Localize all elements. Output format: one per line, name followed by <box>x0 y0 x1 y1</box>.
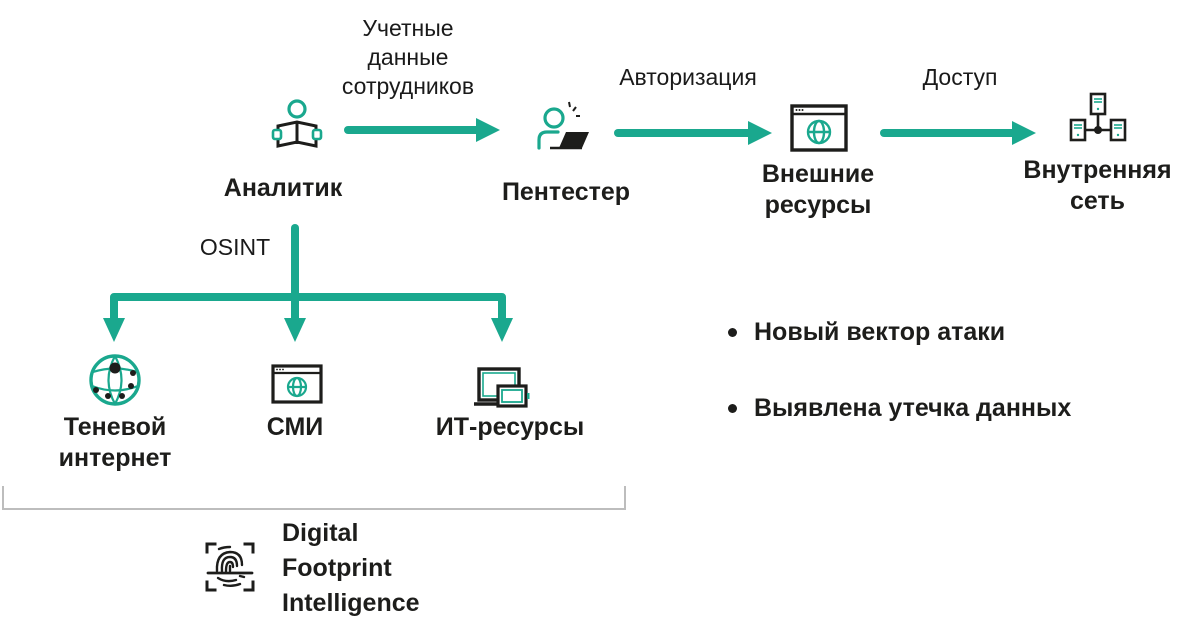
edge-auth-label: Авторизация <box>619 64 757 90</box>
arrowhead-darkweb <box>103 318 125 342</box>
node-analyst-label: Аналитик <box>223 174 343 202</box>
node-darkweb-label-line2: интернет <box>58 444 172 472</box>
arrowhead-media <box>284 318 306 342</box>
node-darkweb-label-line1: Теневой <box>63 413 167 441</box>
product-name-line1: Digital <box>282 519 359 547</box>
node-internal-label-line2: сеть <box>1069 187 1126 215</box>
node-it-label: ИТ-ресурсы <box>435 413 585 441</box>
node-external-label: Внешние ресурсы <box>748 159 888 221</box>
edge-credentials-line1: Учетные <box>362 15 454 41</box>
osint-group-bracket <box>2 486 626 510</box>
globe-network-icon <box>89 354 141 406</box>
fingerprint-scan-icon <box>205 542 255 592</box>
result-item-label: Новый вектор атаки <box>754 317 1006 346</box>
arrow-osint-tree <box>103 224 513 342</box>
bullet-dot-icon <box>728 327 737 337</box>
node-pentester-label: Пентестер <box>501 178 631 206</box>
edge-credentials-line2: данные <box>367 44 449 70</box>
arrowhead-it <box>491 318 513 342</box>
arrow-external-to-internal <box>880 121 1036 145</box>
results-list: Новый вектор атаки Выявлена утечка данны… <box>728 312 1071 464</box>
edge-credentials-label: Учетные данные сотрудников <box>318 14 498 101</box>
node-internal-label: Внутренняя сеть <box>1010 155 1185 217</box>
node-media-label: СМИ <box>266 413 324 441</box>
arrow-pentester-to-external <box>614 121 772 145</box>
result-item-label: Выявлена утечка данных <box>754 393 1072 422</box>
browser-globe-icon <box>271 364 323 404</box>
browser-globe-icon <box>790 104 848 152</box>
node-internal-label-line1: Внутренняя <box>1023 156 1172 184</box>
edge-credentials-line3: сотрудников <box>341 73 475 99</box>
network-servers-icon <box>1069 92 1127 142</box>
devices-icon <box>474 367 530 408</box>
node-darkweb-label: Теневой интернет <box>50 412 180 474</box>
reader-book-icon <box>271 99 323 148</box>
product-name-line2: Footprint <box>282 554 392 582</box>
bullet-dot-icon <box>728 403 737 413</box>
node-external-label-line1: Внешние <box>761 160 875 188</box>
edge-osint-label: OSINT <box>199 234 271 260</box>
result-item: Выявлена утечка данных <box>728 388 1071 428</box>
product-name-line3: Intelligence <box>282 589 420 617</box>
arrow-analyst-to-pentester <box>344 118 500 142</box>
product-name: Digital Footprint Intelligence <box>282 516 420 621</box>
result-item: Новый вектор атаки <box>728 312 1071 352</box>
node-external-label-line2: ресурсы <box>764 191 872 219</box>
edge-access-label: Доступ <box>922 64 998 90</box>
person-laptop-icon <box>537 101 589 150</box>
